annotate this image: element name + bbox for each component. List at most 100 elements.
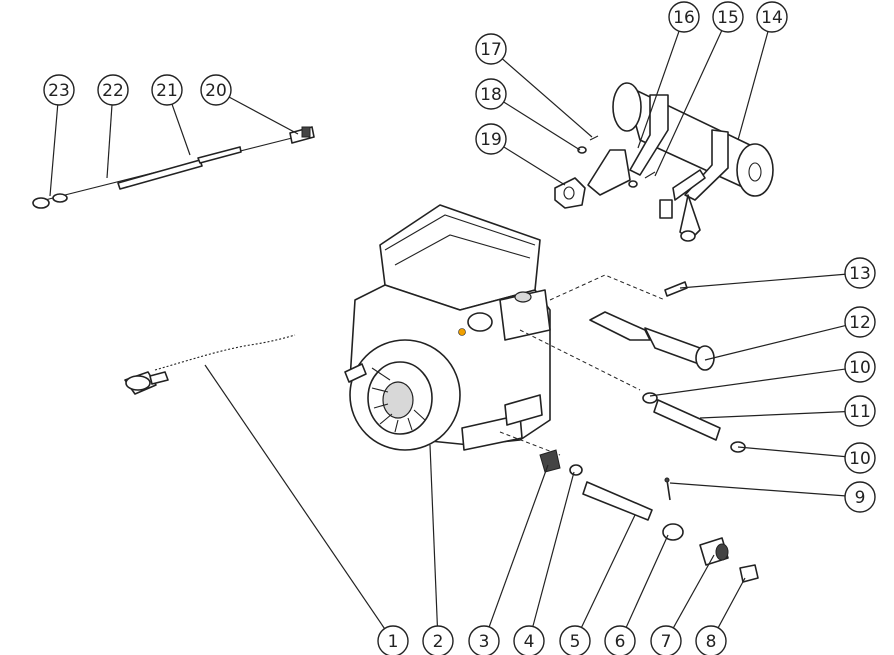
- callout-circle: [377, 625, 409, 655]
- callout-10: 10: [844, 351, 876, 383]
- callout-circle: [695, 625, 727, 655]
- callout-circle: [97, 74, 129, 106]
- callout-label: 16: [673, 8, 695, 28]
- callout-circle: [151, 74, 183, 106]
- wiring-harness: [32, 126, 315, 209]
- callout-circle: [844, 395, 876, 427]
- callout-3: 3: [468, 625, 500, 655]
- callout-10: 10: [844, 442, 876, 474]
- callout-circle: [43, 74, 75, 106]
- engine-block: [344, 204, 551, 451]
- callout-label: 22: [102, 81, 124, 101]
- callout-circle: [559, 625, 591, 655]
- callout-label: 12: [849, 313, 871, 333]
- leader-line-2: [429, 444, 438, 627]
- callout-label: 4: [524, 632, 535, 652]
- callout-12: 12: [844, 306, 876, 338]
- callout-label: 18: [480, 85, 502, 105]
- callout-circle: [513, 625, 545, 655]
- callout-label: 2: [433, 632, 444, 652]
- callout-20: 20: [200, 74, 232, 106]
- callout-label: 10: [849, 449, 871, 469]
- leader-line-10: [649, 368, 846, 397]
- callout-6: 6: [604, 625, 636, 655]
- callout-17: 17: [475, 33, 507, 65]
- callout-circle: [200, 74, 232, 106]
- callout-label: 8: [706, 632, 717, 652]
- callout-circle: [844, 481, 876, 513]
- leader-line-22: [106, 104, 113, 179]
- callout-label: 23: [48, 81, 70, 101]
- callout-label: 13: [849, 264, 871, 284]
- callout-5: 5: [559, 625, 591, 655]
- leader-line-19: [503, 146, 566, 186]
- callout-8: 8: [695, 625, 727, 655]
- leader-line-16: [637, 30, 680, 149]
- callout-22: 22: [97, 74, 129, 106]
- callout-label: 10: [849, 358, 871, 378]
- leader-line-8: [717, 577, 746, 629]
- callout-2: 2: [422, 625, 454, 655]
- callout-label: 14: [761, 8, 783, 28]
- throttle-cable: [124, 334, 296, 395]
- callout-label: 15: [717, 8, 739, 28]
- callout-16: 16: [668, 1, 700, 33]
- leader-line-11: [699, 411, 846, 419]
- callout-circle: [604, 625, 636, 655]
- callout-18: 18: [475, 78, 507, 110]
- leader-line-21: [171, 103, 191, 156]
- callout-circle: [712, 1, 744, 33]
- leader-line-6: [625, 534, 669, 628]
- callout-13: 13: [844, 257, 876, 289]
- callout-23: 23: [43, 74, 75, 106]
- leader-line-9: [669, 482, 846, 497]
- muffler-assembly: [554, 82, 774, 242]
- callout-circle: [422, 625, 454, 655]
- callout-label: 5: [570, 632, 581, 652]
- callout-11: 11: [844, 395, 876, 427]
- leader-line-5: [580, 514, 636, 628]
- leader-line-10: [737, 446, 846, 458]
- callout-19: 19: [475, 123, 507, 155]
- callout-21: 21: [151, 74, 183, 106]
- callout-7: 7: [650, 625, 682, 655]
- leader-line-17: [501, 58, 593, 138]
- callout-label: 1: [388, 632, 399, 652]
- callout-circle: [844, 351, 876, 383]
- callout-label: 17: [480, 40, 502, 60]
- callout-circle: [475, 123, 507, 155]
- assembly-lines: [499, 274, 666, 456]
- callout-circle: [468, 625, 500, 655]
- callout-label: 11: [849, 402, 871, 422]
- leader-line-18: [503, 101, 581, 151]
- callout-label: 7: [661, 632, 672, 652]
- leader-line-4: [532, 471, 575, 627]
- callout-1: 1: [377, 625, 409, 655]
- callout-label: 9: [855, 488, 866, 508]
- callout-4: 4: [513, 625, 545, 655]
- callout-circle: [844, 442, 876, 474]
- callout-circle: [475, 78, 507, 110]
- callout-label: 20: [205, 81, 227, 101]
- leader-line-3: [488, 464, 549, 628]
- callout-circle: [756, 1, 788, 33]
- callout-label: 6: [615, 632, 626, 652]
- callout-label: 3: [479, 632, 490, 652]
- callout-14: 14: [756, 1, 788, 33]
- callout-circle: [668, 1, 700, 33]
- leader-line-23: [49, 104, 59, 197]
- leader-line-20: [228, 96, 299, 135]
- callout-label: 21: [156, 81, 178, 101]
- leader-line-12: [704, 324, 846, 361]
- callout-circle: [844, 306, 876, 338]
- callout-circle: [650, 625, 682, 655]
- leader-line-13: [679, 273, 846, 289]
- leader-line-15: [654, 30, 723, 177]
- callout-circle: [475, 33, 507, 65]
- callout-circle: [844, 257, 876, 289]
- callout-label: 19: [480, 130, 502, 150]
- callout-9: 9: [844, 481, 876, 513]
- leader-line-1: [204, 364, 386, 629]
